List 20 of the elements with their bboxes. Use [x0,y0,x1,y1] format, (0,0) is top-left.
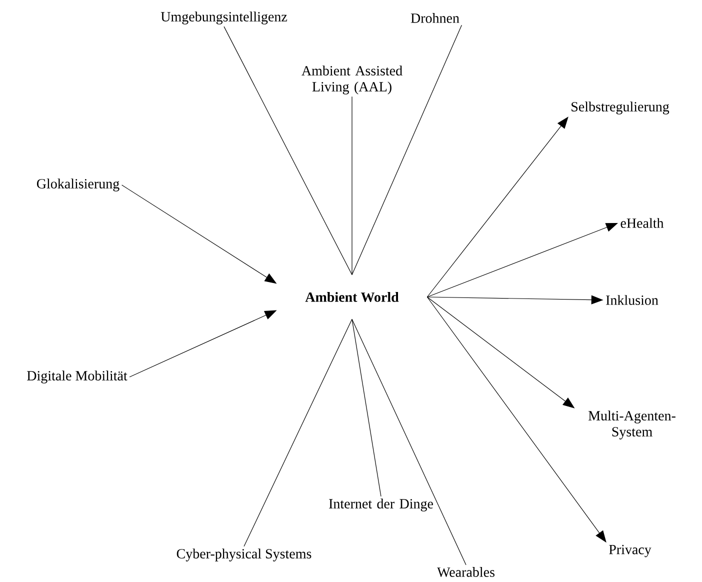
topic-label: Internet der Dinge [329,498,433,512]
topic-label: Inklusion [606,295,658,305]
connector-line [352,24,462,276]
arrow [426,116,568,298]
topic-label: Drohnen [410,13,460,23]
topic-label: Digitale Mobilität [27,370,128,384]
connector-line [224,26,352,276]
topic-label: Wearables [437,567,494,577]
topic-label: Privacy [609,544,652,558]
topic-label: Selbstregulierung [572,102,670,114]
topic-label: eHealth [620,218,664,228]
connector-line [244,318,352,547]
topic-label: Glokalisierung [36,178,120,192]
connector-line [352,318,466,566]
topic-label: Multi-Agenten-System [588,410,676,440]
topic-label: Ambient Assisted Living (AAL) [302,66,402,94]
connector-line [352,318,382,497]
topic-label: Umgebungsintelligenz [160,12,288,24]
central-label: Ambient World [305,292,399,302]
topic-label: Cyber-physical Systems [176,548,312,562]
